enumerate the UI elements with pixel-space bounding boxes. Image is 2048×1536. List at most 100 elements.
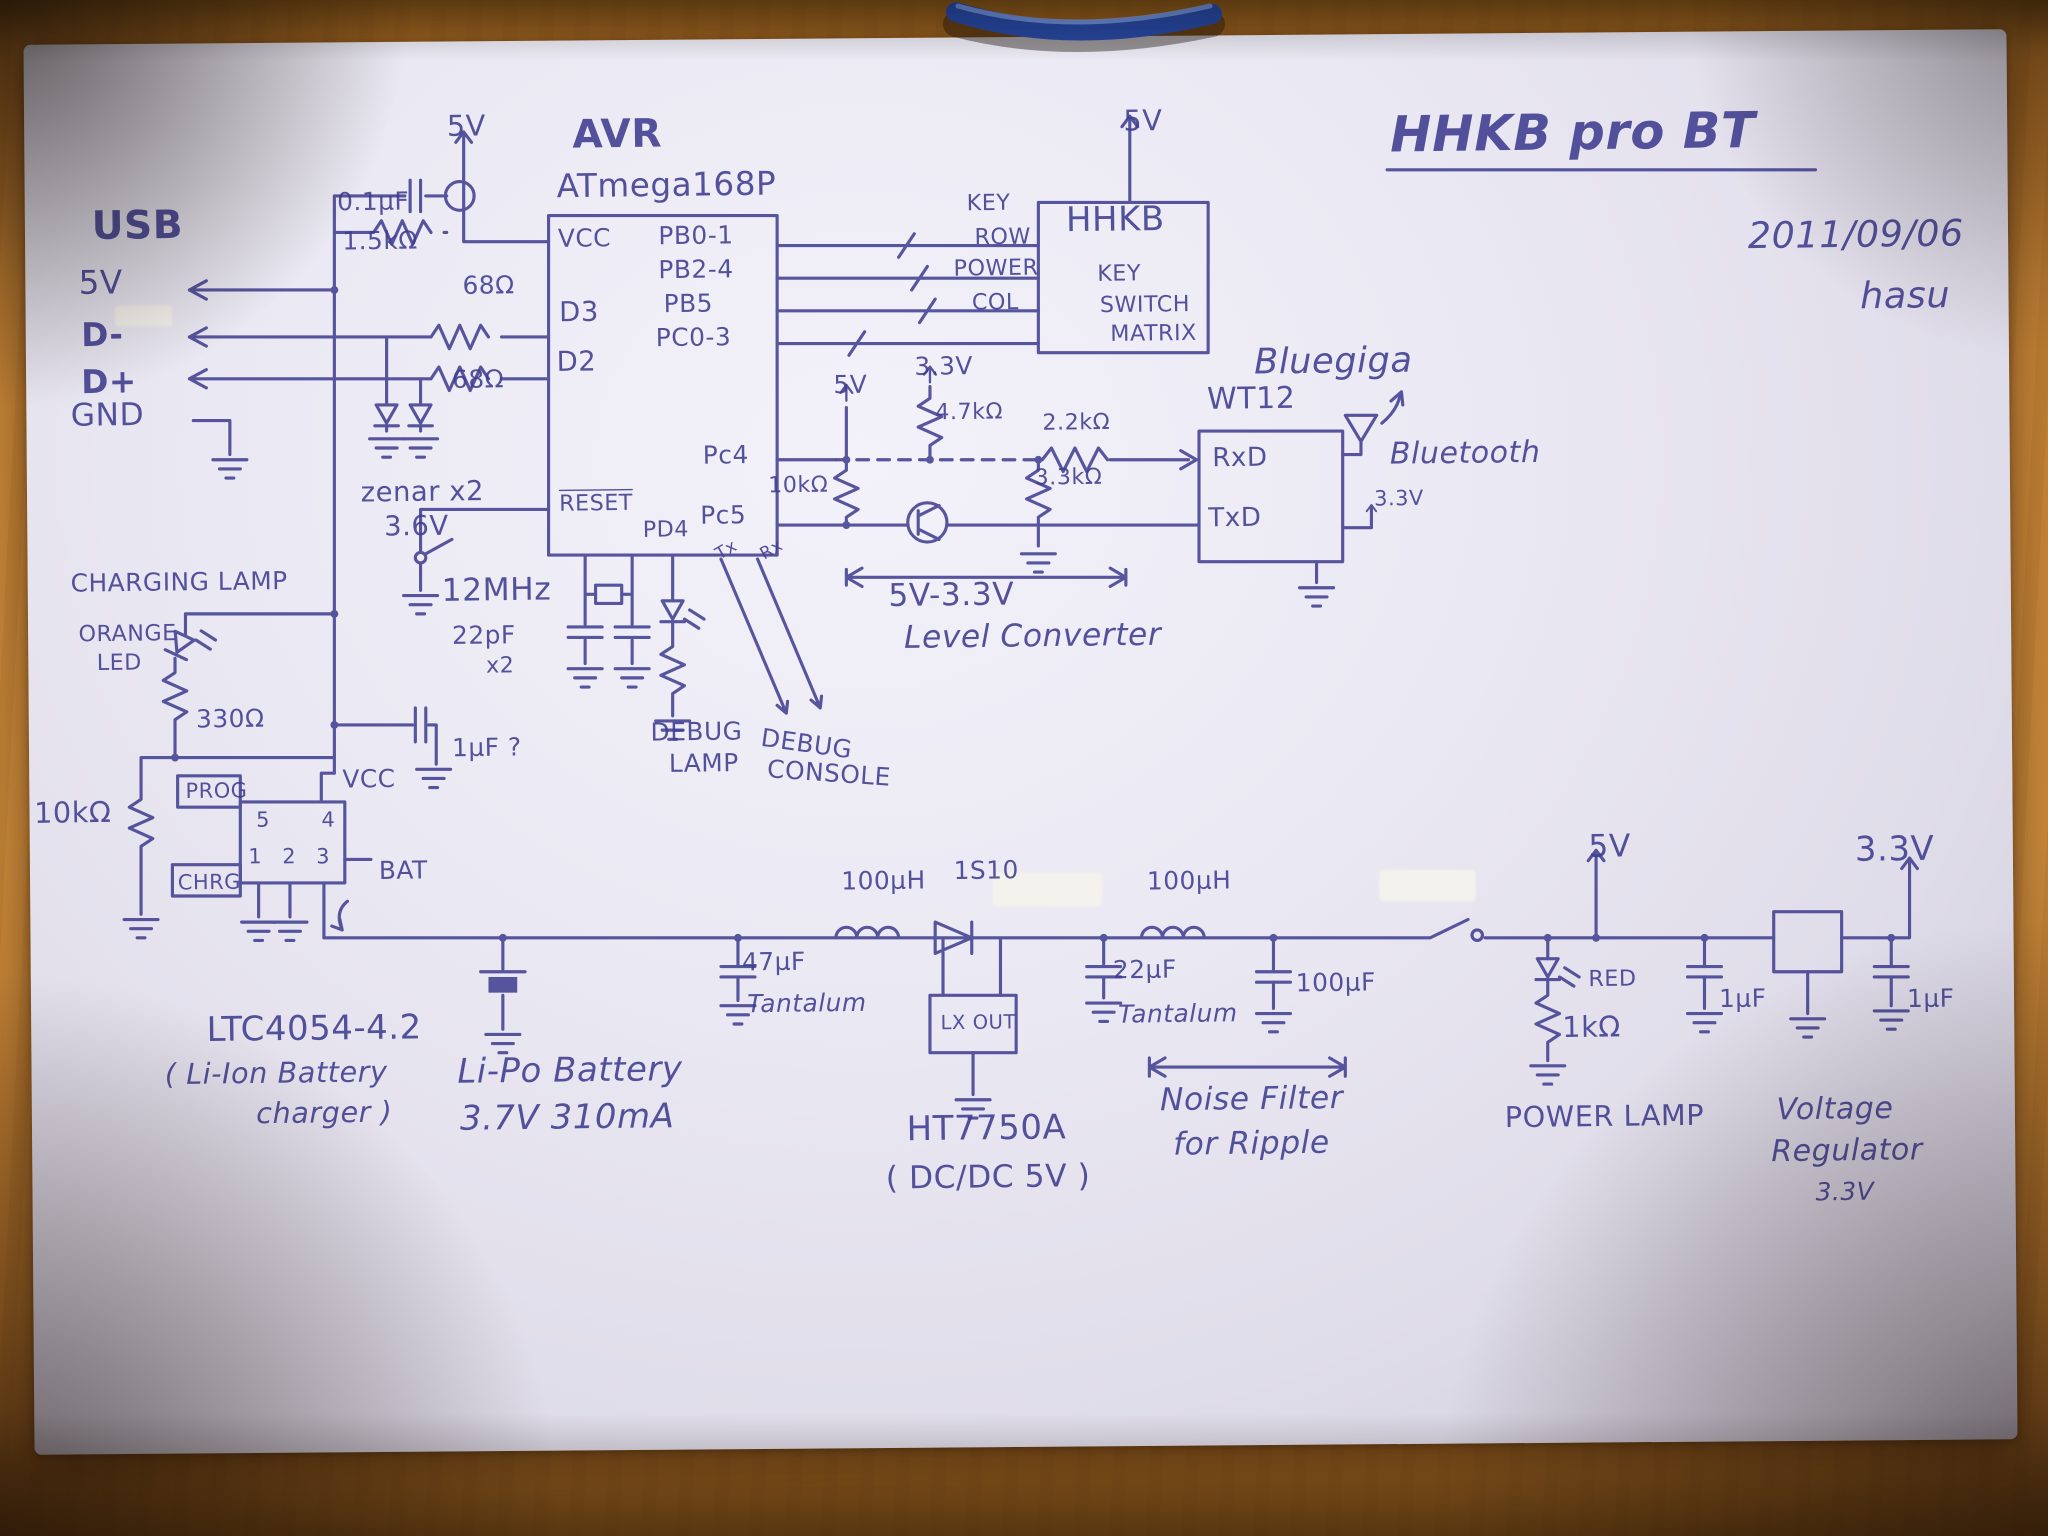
label-vreg-2: Regulator <box>1771 1133 1923 1169</box>
label-bluegiga: Bluegiga <box>1253 340 1413 383</box>
label-wt12: WT12 <box>1206 381 1296 417</box>
label-ltc-part: LTC4054-4.2 <box>206 1008 422 1051</box>
label-cap-22pf: 22pF <box>451 620 516 651</box>
label-tantalum-1: Tantalum <box>747 988 867 1019</box>
label-pin-1: 1 <box>248 843 263 869</box>
label-lipo-2: 3.7V 310mA <box>459 1097 675 1139</box>
label-bluetooth: Bluetooth <box>1389 435 1541 472</box>
label-wire-key: KEY <box>966 190 1011 217</box>
label-date: 2011/09/06 <box>1747 211 1965 258</box>
label-bt-33v: 3.3V <box>1374 485 1424 511</box>
label-cap-1uf-q: 1µF ? <box>451 733 522 763</box>
label-lc-range: 5V-3.3V <box>888 575 1015 614</box>
label-bat: BAT <box>378 856 428 886</box>
label-vreg-3: 3.3V <box>1815 1177 1875 1207</box>
label-power-lamp: POWER LAMP <box>1504 1099 1705 1136</box>
label-pin-vcc: VCC <box>557 224 612 254</box>
label-chrg: CHRG <box>177 869 242 895</box>
label-res-15k: 1.5kΩ <box>342 226 418 256</box>
label-debug-lamp-2: LAMP <box>668 748 739 779</box>
label-noise-filter-2: for Ripple <box>1172 1123 1330 1163</box>
label-v33: 3.3V <box>1854 829 1935 870</box>
label-txd: TxD <box>1208 500 1262 533</box>
label-res-1k: 1kΩ <box>1562 1011 1621 1045</box>
label-pin-d3: D3 <box>559 296 600 328</box>
label-pin-pc03: PC0-3 <box>655 322 732 353</box>
label-vcc-chg: VCC <box>342 764 396 795</box>
label-cap-1uf-a: 1µF <box>1718 984 1767 1014</box>
label-usb-5v: 5V <box>78 263 123 302</box>
label-pin-pb5: PB5 <box>663 289 714 319</box>
label-pl-5v: 5V <box>1588 827 1632 865</box>
label-ht7750a: HT7750A <box>906 1108 1067 1150</box>
label-tantalum-2: Tantalum <box>1118 999 1238 1030</box>
label-matrix-word: MATRIX <box>1110 320 1197 348</box>
label-charging-lamp: CHARGING LAMP <box>70 566 288 599</box>
label-v5-avr: 5V <box>446 110 487 144</box>
label-pin-pb24: PB2-4 <box>658 255 734 285</box>
label-orange: ORANGE <box>78 620 177 648</box>
label-lipo-1: Li-Po Battery <box>457 1049 683 1092</box>
label-prog: PROG <box>185 777 248 804</box>
label-ltc-desc-1: ( Li-Ion Battery <box>164 1056 388 1092</box>
label-pin-pc5: Pc5 <box>700 500 747 531</box>
label-avr-title: AVR <box>572 111 663 159</box>
label-ind-100uh-a: 100µH <box>841 866 926 896</box>
label-pin-4: 4 <box>321 807 336 832</box>
label-tx: Tx <box>712 536 741 565</box>
label-vreg-1: Voltage <box>1776 1091 1894 1128</box>
label-red: RED <box>1588 965 1637 993</box>
label-pin-2: 2 <box>282 843 297 869</box>
label-lc-33v: 3.3V <box>914 351 974 382</box>
label-res-10k-lc: 10kΩ <box>767 472 829 499</box>
label-rxd: RxD <box>1212 440 1268 473</box>
label-lc-name: Level Converter <box>903 615 1162 656</box>
label-usb-gnd: GND <box>70 396 145 434</box>
label-cap-01uf: 0.1µF <box>336 187 410 217</box>
label-wire-row: ROW <box>974 223 1032 251</box>
label-res-22k: 2.2kΩ <box>1042 409 1111 437</box>
label-key-2: KEY <box>1097 260 1142 288</box>
label-author: hasu <box>1859 273 1951 318</box>
label-rx: Rx <box>756 535 787 565</box>
label-dcdc: ( DC/DC 5V ) <box>885 1157 1091 1197</box>
label-cap-1uf-b: 1µF <box>1906 984 1955 1014</box>
label-pin-3: 3 <box>316 843 331 869</box>
label-res-330: 330Ω <box>195 704 265 735</box>
label-ltc-desc-2: charger ) <box>255 1096 393 1132</box>
label-pin-d2: D2 <box>556 345 597 378</box>
label-diode-1s10: 1S10 <box>953 856 1020 886</box>
label-wire-col: COL <box>971 289 1019 317</box>
label-lc-5v: 5V <box>833 370 868 400</box>
label-res-10k: 10kΩ <box>33 797 112 831</box>
label-ind-100uh-b: 100µH <box>1146 866 1232 896</box>
label-usb-title: USB <box>91 202 184 250</box>
label-pin-pd4: PD4 <box>642 516 690 544</box>
label-res-68-a: 68Ω <box>462 271 515 301</box>
label-usb-dplus: D+ <box>80 362 137 401</box>
label-pin-pc4: Pc4 <box>702 440 749 471</box>
label-avr-part: ATmega168P <box>556 164 777 206</box>
label-switch-word: SWITCH <box>1099 291 1191 319</box>
label-debug-con-2: CONSOLE <box>766 754 892 793</box>
label-hhkb-5v: 5V <box>1123 105 1163 139</box>
label-res-47k: 4.7kΩ <box>935 398 1004 426</box>
label-hhkb: HHKB <box>1065 199 1165 241</box>
label-pin-pb01: PB0-1 <box>658 221 734 251</box>
label-res-68-b: 68Ω <box>451 365 505 395</box>
label-pin-reset: RESET <box>558 490 634 518</box>
label-res-33k: 3.3kΩ <box>1034 464 1103 492</box>
label-x2: x2 <box>485 652 515 680</box>
label-led: LED <box>96 649 143 677</box>
label-cap-100uf: 100µF <box>1295 968 1377 998</box>
label-zener-v: 3.6V <box>383 509 449 543</box>
label-title: HHKB pro BT <box>1389 101 1756 164</box>
label-cap-22uf: 22µF <box>1112 955 1177 985</box>
label-xtal: 12MHz <box>441 570 552 609</box>
label-usb-dminus: D- <box>80 315 124 354</box>
label-debug-lamp-1: DEBUG <box>650 717 743 748</box>
label-noise-filter-1: Noise Filter <box>1159 1079 1344 1119</box>
